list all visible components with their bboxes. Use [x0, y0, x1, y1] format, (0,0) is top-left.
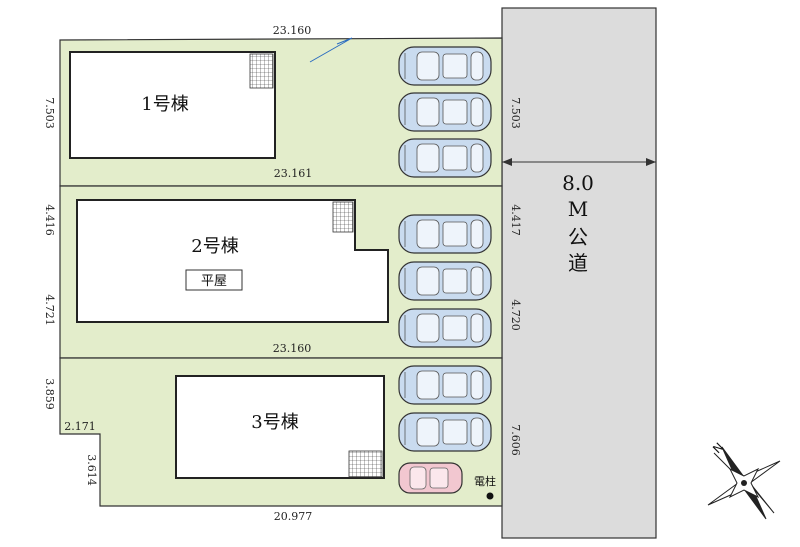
road-name-2: 道 [568, 251, 588, 275]
building-1-label: 1号棟 [141, 94, 188, 115]
building-1-outline [69, 51, 276, 159]
road-arrow-left [502, 158, 512, 166]
survey-mark [309, 37, 353, 63]
dim-lot3-right: 7.606 [509, 424, 522, 456]
road-arrow-right [646, 158, 656, 166]
road-width: 8.0 [562, 171, 594, 195]
stair-grid-icon [348, 450, 383, 478]
road [501, 7, 657, 539]
car-icon [398, 308, 492, 348]
dim-lot2-left-a: 4.416 [43, 204, 56, 236]
building-2-tag: 平屋 [201, 274, 227, 289]
dim-lot3-step: 2.171 [64, 420, 96, 433]
building-2-tag-box [185, 269, 243, 291]
building-3-label: 3号棟 [251, 412, 298, 433]
dim-lot2-bottom: 23.160 [273, 342, 312, 355]
car-icon [398, 214, 492, 254]
dim-lot1-left: 7.503 [43, 97, 56, 129]
road-unit: M [568, 197, 588, 221]
dim-lot1-right: 7.503 [509, 97, 522, 129]
dim-top: 23.160 [273, 24, 312, 37]
car-icon [398, 261, 492, 301]
pole-label: 電柱 [474, 474, 496, 488]
dim-lot3-bottom: 20.977 [274, 510, 313, 523]
car-icon [398, 412, 492, 452]
dim-lot2-right-a: 4.417 [509, 204, 522, 236]
road-name-1: 公 [568, 225, 588, 249]
building-2-label: 2号棟 [191, 236, 238, 257]
stair-grid-icon [249, 53, 274, 89]
compass-north-label: N [710, 440, 726, 456]
stair-grid-icon [332, 201, 354, 233]
dim-lot2-right-b: 4.720 [509, 299, 522, 331]
small-car-icon [398, 462, 463, 494]
car-icon [398, 138, 492, 178]
car-icon [398, 46, 492, 86]
compass-rose-icon [707, 446, 781, 520]
utility-pole-icon [486, 492, 494, 500]
dim-lot3-left-a: 3.859 [43, 378, 56, 410]
car-icon [398, 92, 492, 132]
building-2 [76, 199, 389, 323]
dim-lot2-left-b: 4.721 [43, 294, 56, 326]
dim-lot1-bottom: 23.161 [274, 167, 313, 180]
car-icon [398, 365, 492, 405]
dim-lot3-left-b: 3.614 [85, 454, 98, 486]
